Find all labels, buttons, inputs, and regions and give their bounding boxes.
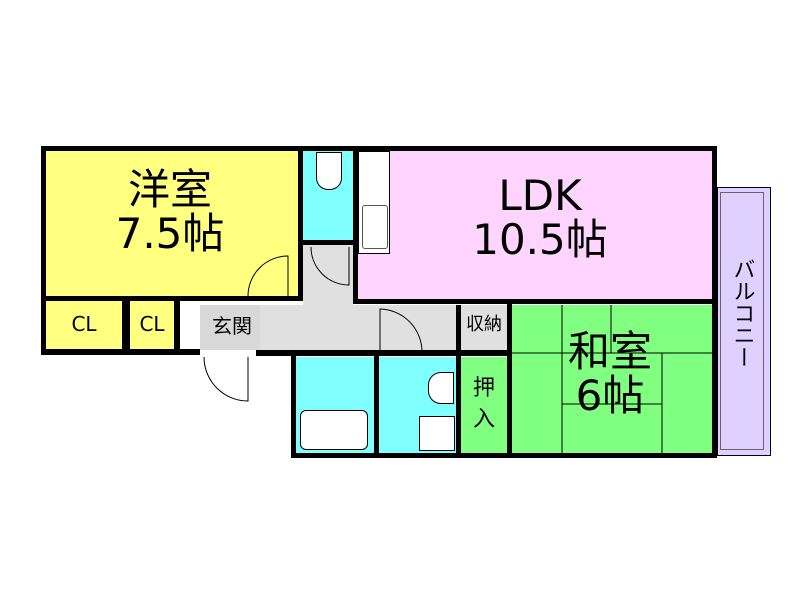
entrance-door-icon (203, 356, 249, 402)
closet-2 (130, 301, 174, 349)
ldk-label: LDK 10.5帖 (460, 171, 620, 265)
western-room-door-icon (247, 255, 289, 297)
wall (174, 296, 180, 354)
ldk (358, 151, 712, 299)
storage (461, 305, 507, 350)
wall (256, 350, 512, 356)
wall (353, 146, 358, 301)
wall (41, 146, 717, 151)
kitchen-counter (358, 151, 390, 254)
storage-label: 収納 (466, 314, 502, 335)
ldk-size: 10.5帖 (472, 215, 608, 265)
oshiire-text: 押入 (472, 376, 495, 432)
wall (122, 296, 130, 354)
oshiire-label: 押入 (461, 374, 507, 436)
sink-icon (362, 205, 388, 249)
washing-machine-icon (419, 416, 455, 451)
japanese-room-size: 6帖 (575, 371, 645, 421)
wall (456, 305, 461, 455)
tatami-lines (512, 305, 712, 453)
western-room-label: 洋室 7.5帖 (100, 165, 240, 259)
oshiire (461, 357, 507, 453)
balcony-inner (720, 192, 764, 450)
balcony (717, 187, 771, 456)
toilet-icon (316, 152, 342, 190)
wall (41, 296, 303, 301)
wall (41, 349, 200, 355)
wall (41, 146, 46, 354)
ldk-name: LDK (498, 171, 582, 220)
western-room-size: 7.5帖 (115, 209, 225, 259)
wall (291, 350, 296, 458)
balcony-label: バルコニー (729, 258, 755, 373)
bathtub-icon (300, 410, 368, 450)
toilet-door-icon (310, 246, 350, 286)
wall (298, 146, 303, 301)
washbasin-icon (428, 372, 454, 404)
japanese-room-name: 和室 (567, 327, 652, 376)
closet-1-label: CL (71, 312, 97, 336)
wall (507, 299, 512, 458)
closet-2-label: CL (139, 312, 165, 336)
wall (291, 453, 717, 458)
wall (353, 299, 717, 304)
wall (303, 240, 353, 245)
entrance-label: 玄関 (212, 314, 252, 338)
wall (374, 355, 379, 455)
western-room-name: 洋室 (127, 165, 212, 214)
balcony-text: バルコニー (729, 258, 755, 368)
japanese-room-label: 和室 6帖 (545, 327, 675, 421)
washroom-door-icon (379, 308, 423, 353)
entrance (200, 305, 260, 350)
japanese-room (512, 305, 712, 453)
closet-1 (46, 301, 122, 349)
